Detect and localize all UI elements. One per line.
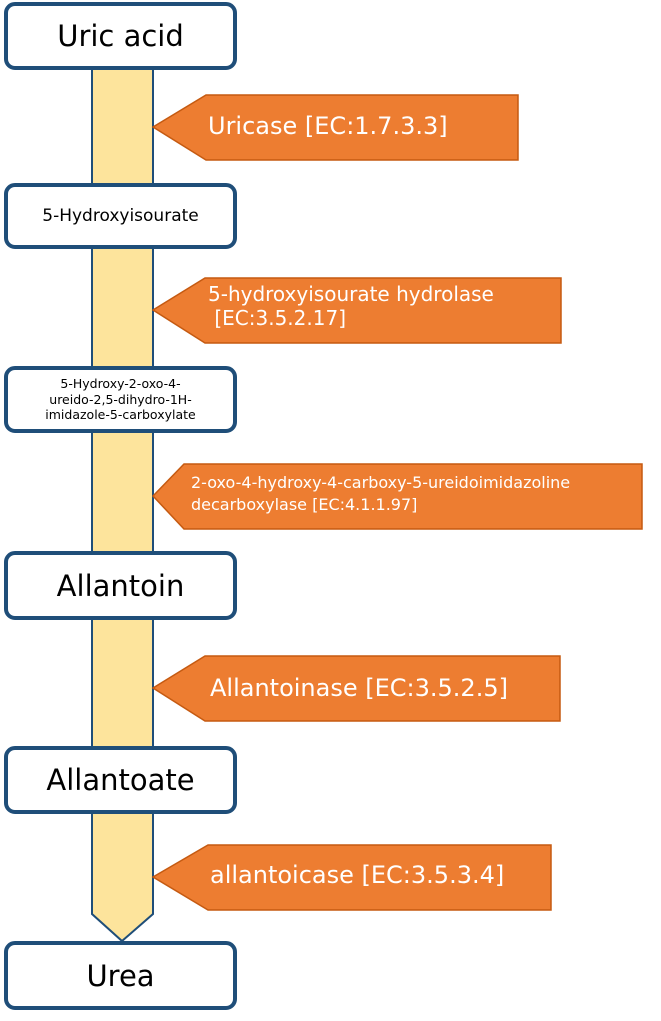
compound-label: 5-Hydroxyisourate xyxy=(42,206,199,226)
compound-node-5-hydroxyisourate: 5-Hydroxyisourate xyxy=(4,183,237,249)
enzyme-label-ohcu-decarboxylase: 2-oxo-4-hydroxy-4-carboxy-5-ureidoimidaz… xyxy=(191,473,571,514)
enzyme-callout-shape-ohcu-decarboxylase xyxy=(151,463,643,530)
compound-node-allantoate: Allantoate xyxy=(4,746,237,814)
enzyme-label-allantoicase: allantoicase [EC:3.5.3.4] xyxy=(210,861,505,889)
compound-label: Allantoin xyxy=(56,568,185,603)
enzyme-label-allantoinase: Allantoinase [EC:3.5.2.5] xyxy=(210,674,508,702)
compound-node-uric-acid: Uric acid xyxy=(4,2,237,70)
compound-label: Urea xyxy=(86,958,155,993)
enzyme-callout-shape-uricase xyxy=(151,94,519,161)
compound-label: Allantoate xyxy=(46,763,195,797)
enzyme-callout-shape-allantoicase xyxy=(151,844,552,911)
compound-label: Uric acid xyxy=(57,19,184,53)
compound-node-ohcu: 5-Hydroxy-2-oxo-4- ureido-2,5-dihydro-1H… xyxy=(4,366,237,433)
enzyme-label-uricase: Uricase [EC:1.7.3.3] xyxy=(208,112,448,140)
compound-node-allantoin: Allantoin xyxy=(4,551,237,620)
enzyme-label-hiu-hydrolase: 5-hydroxyisourate hydrolase [EC:3.5.2.17… xyxy=(208,282,494,330)
enzyme-callout-shape-hiu-hydrolase xyxy=(151,277,562,344)
enzyme-callout-shape-allantoinase xyxy=(151,655,561,722)
compound-node-urea: Urea xyxy=(4,941,237,1010)
compound-label: 5-Hydroxy-2-oxo-4- ureido-2,5-dihydro-1H… xyxy=(45,376,196,423)
